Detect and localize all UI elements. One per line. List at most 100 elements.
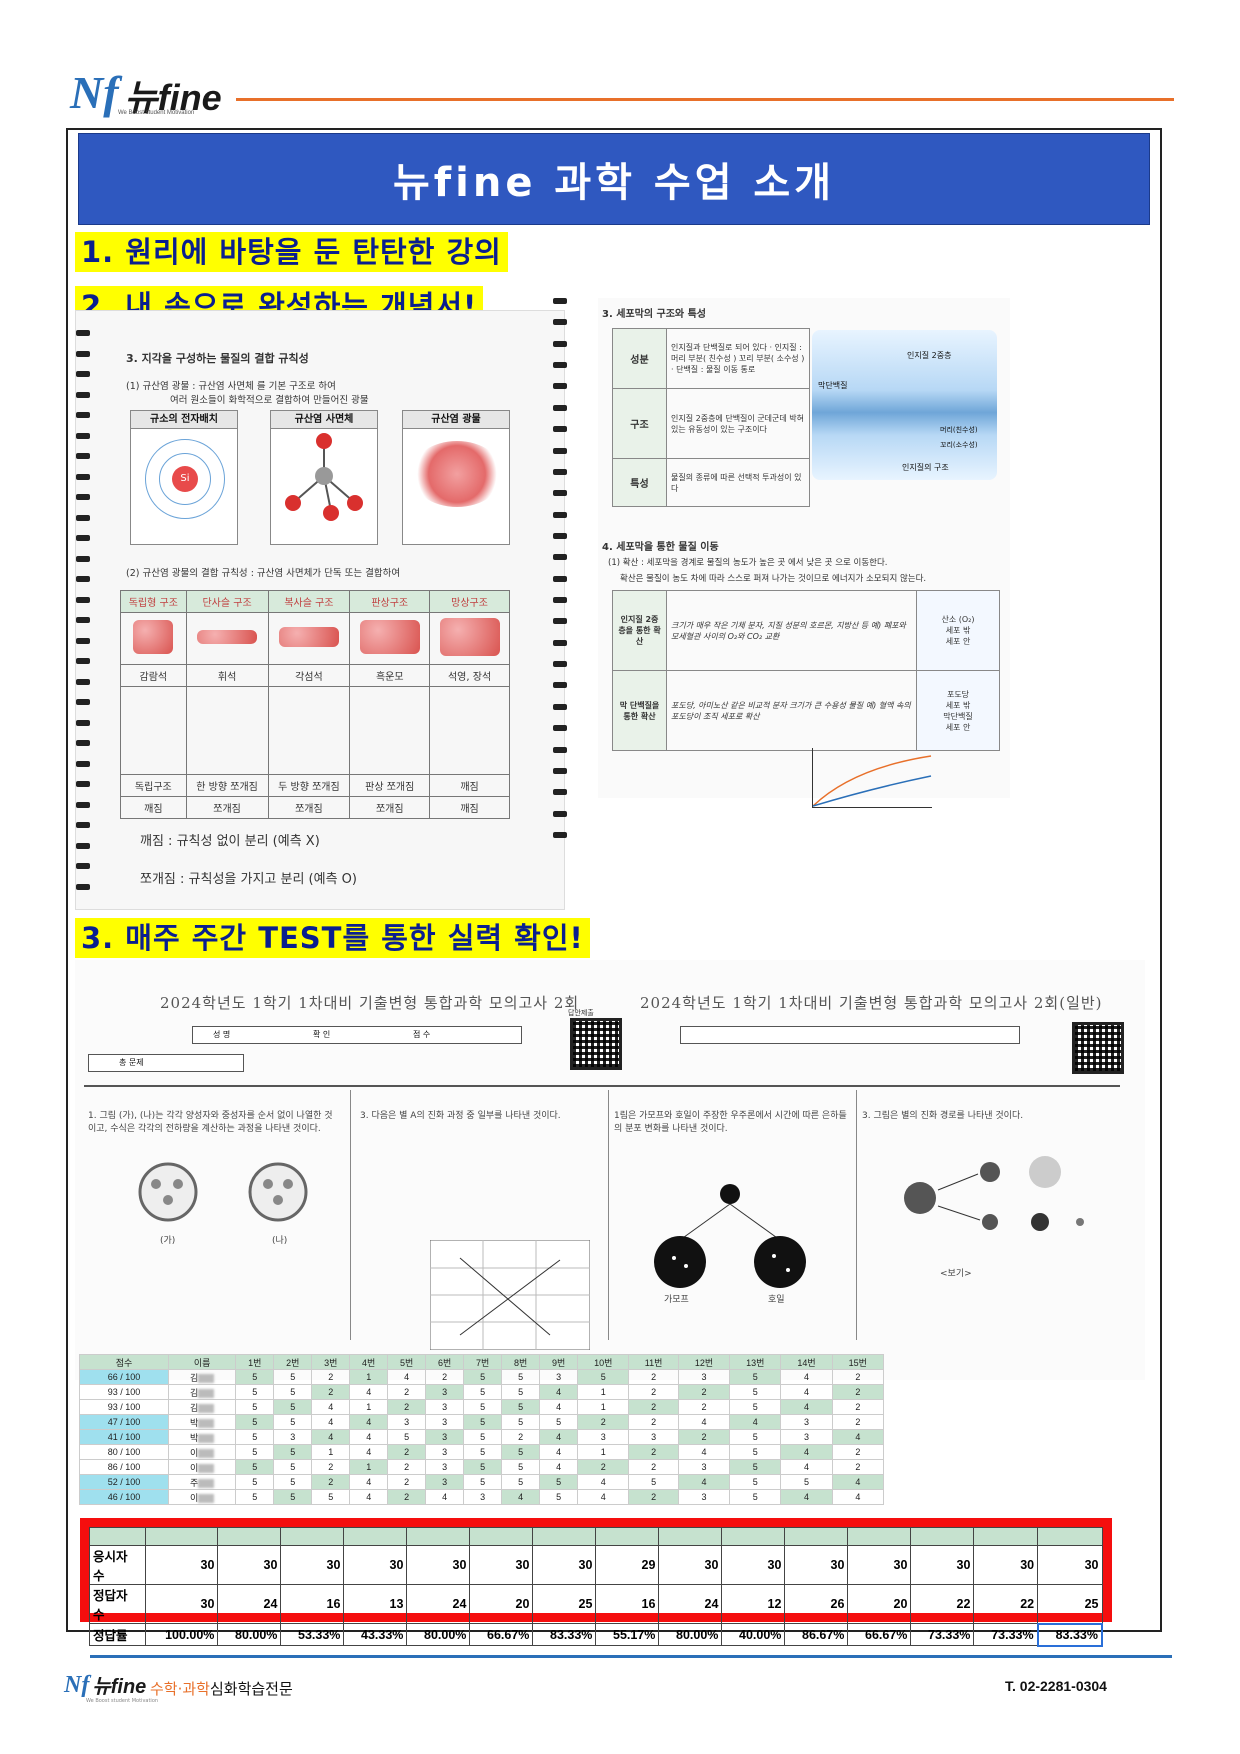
answer-cell: 5 <box>463 1429 503 1445</box>
answer-cell: 2 <box>311 1474 351 1490</box>
summary-cell: 25 <box>532 1584 597 1624</box>
answer-cell: 5 <box>463 1474 503 1490</box>
answer-cell: 4 <box>349 1444 389 1460</box>
student-score: 52 / 100 <box>78 1474 170 1490</box>
answer-cell: 5 <box>729 1459 782 1475</box>
footer-logo-mark: Nf <box>64 1672 90 1698</box>
cell-membrane-diagram: 인지질 2중층 막단백질 인지질의 구조 머리(친수성) 꼬리(소수성) <box>812 330 997 480</box>
answer-cell: 5 <box>235 1489 275 1505</box>
answer-cell: 5 <box>273 1444 313 1460</box>
answer-cell: 1 <box>349 1369 389 1385</box>
summary-cell: 73.33% <box>973 1623 1039 1646</box>
answer-cell: 5 <box>463 1369 503 1385</box>
label-gamow: 가모프 <box>664 1295 689 1305</box>
struct-col-4: 판상구조 <box>349 590 431 613</box>
section-heading-1: 1. 원리에 바탕을 둔 탄탄한 강의 <box>75 232 508 273</box>
answer-cell: 4 <box>780 1444 833 1460</box>
summary-cell: 24 <box>217 1584 282 1624</box>
summary-cell: 30 <box>910 1545 975 1585</box>
answer-cell: 5 <box>463 1444 503 1460</box>
answer-cell: 4 <box>780 1399 833 1415</box>
col-name: 이름 <box>168 1354 237 1370</box>
exam-title-right: 2024학년도 1학기 1차대비 기출변형 통합과학 모의고사 2회(일반) <box>640 994 1103 1012</box>
summary-cell: 26 <box>784 1584 849 1624</box>
answer-cell: 4 <box>780 1369 833 1385</box>
diffusion-line2: 확산은 물질이 농도 차에 따라 스스로 퍼져 나가는 것이므로 에너지가 소모… <box>620 574 927 584</box>
label-na: (나) <box>272 1236 288 1246</box>
answer-cell: 4 <box>539 1429 579 1445</box>
answer-cell: 5 <box>729 1444 782 1460</box>
answer-cell: 5 <box>729 1369 782 1385</box>
summary-cell: 66.67% <box>469 1623 534 1646</box>
summary-cell: 30 <box>280 1545 345 1585</box>
answer-cell: 5 <box>501 1369 541 1385</box>
student-score: 93 / 100 <box>78 1399 170 1415</box>
answer-cell: 4 <box>677 1444 731 1460</box>
answer-cell: 3 <box>780 1414 833 1430</box>
answer-label-left: 답안제출 <box>568 1009 594 1017</box>
answer-cell: 5 <box>273 1414 313 1430</box>
answer-cell: 4 <box>387 1369 427 1385</box>
answer-cell: 4 <box>677 1414 731 1430</box>
col-q8: 8번 <box>501 1354 541 1370</box>
row-label-structure: 구조 <box>612 388 667 459</box>
label-tail: 꼬리(소수성) <box>940 441 978 449</box>
summary-cell: 43.33% <box>343 1623 408 1646</box>
fracture-2: 쪼개짐 <box>185 796 269 819</box>
answer-cell: 4 <box>780 1459 833 1475</box>
exam-col-divider-2 <box>608 1090 609 1340</box>
answer-cell: 1 <box>577 1384 630 1400</box>
answer-cell: 2 <box>628 1444 679 1460</box>
answer-cell: 2 <box>628 1414 679 1430</box>
notebook-left-heading: 3. 지각을 구성하는 물질의 결합 규칙성 <box>126 352 309 365</box>
col-q6: 6번 <box>425 1354 465 1370</box>
col-q9: 9번 <box>539 1354 579 1370</box>
diffusion-line1: (1) 확산 : 세포막을 경계로 물질의 농도가 높은 곳 에서 낮은 곳 으… <box>608 558 888 568</box>
answer-cell: 5 <box>273 1384 313 1400</box>
notebook-left-line2: 여러 원소들이 화학적으로 결합하여 만들어진 광물 <box>170 395 369 406</box>
footer-slogan: 수학·과학심화학습전문 <box>150 1678 293 1699</box>
row-label-bilayer-diffusion: 인지질 2중층을 통한 확산 <box>612 590 667 671</box>
student-name: 김 <box>168 1399 237 1415</box>
footer-logo-tagline: We Boost student Motivation <box>86 1698 159 1704</box>
answer-cell: 4 <box>577 1474 630 1490</box>
question-4: 3. 그림은 별의 진화 경로를 나타낸 것이다. <box>862 1111 1024 1121</box>
student-score: 47 / 100 <box>78 1414 170 1430</box>
answer-cell: 2 <box>628 1384 679 1400</box>
question-2: 1림은 가모프와 호일이 주장한 우주론에서 시간에 따른 은하들의 분포 변화… <box>614 1111 847 1134</box>
summary-cell: 80.00% <box>217 1623 282 1646</box>
box-silicate-mineral: 규산염 광물 <box>402 410 510 545</box>
summary-row-label: 정답률 <box>89 1623 146 1646</box>
answer-cell: 5 <box>539 1474 579 1490</box>
col-score: 점수 <box>78 1354 170 1370</box>
side-protein-label: 막단백질 <box>943 711 973 721</box>
answer-cell: 4 <box>831 1429 885 1445</box>
field-check: 확 인 <box>313 1030 331 1039</box>
name-redaction <box>198 1478 215 1488</box>
summary-cell: 22 <box>973 1584 1039 1624</box>
page-title: 뉴fine 과학 수업 소개 <box>392 160 836 206</box>
section-heading-3: 3. 매주 주간 TEST를 통한 실력 확인! <box>75 918 590 959</box>
answer-cell: 4 <box>831 1474 885 1490</box>
exam-col-divider-1 <box>350 1090 351 1340</box>
exam-info-row-right <box>680 1026 1020 1044</box>
col-q2: 2번 <box>273 1354 313 1370</box>
col-q14: 14번 <box>780 1354 833 1370</box>
row-text-bilayer-diffusion: 크기가 매우 작은 기체 분자, 지질 성분의 호르몬, 지방산 등 예) 폐포… <box>666 590 917 671</box>
answer-cell: 4 <box>539 1399 579 1415</box>
answer-cell: 2 <box>387 1489 427 1505</box>
summary-cell: 30 <box>658 1545 723 1585</box>
score-table: 점수 이름 1번 2번 3번 4번 5번 6번 7번 8번 9번 10번 11번… <box>78 1354 885 1505</box>
answer-cell: 5 <box>780 1474 833 1490</box>
row-label-components: 성분 <box>612 328 667 389</box>
answer-cell: 2 <box>628 1369 679 1385</box>
answer-cell: 3 <box>425 1459 465 1475</box>
name-redaction <box>198 1433 215 1443</box>
field-name: 성 명 <box>213 1030 231 1039</box>
atom-orbit-outer <box>145 439 225 519</box>
label-bogi-right: <보기> <box>940 1269 972 1279</box>
answer-cell: 3 <box>425 1429 465 1445</box>
